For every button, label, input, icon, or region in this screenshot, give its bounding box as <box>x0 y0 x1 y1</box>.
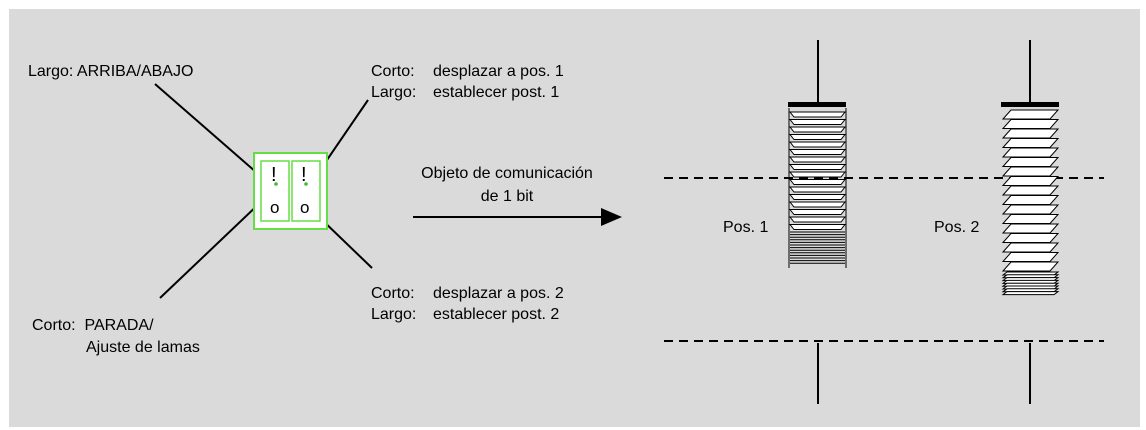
blind-slat <box>788 126 847 133</box>
blind-slat <box>1001 252 1060 262</box>
blind-slat <box>788 209 847 215</box>
label-short-pos1-key: Corto: <box>371 63 415 80</box>
blind-slat <box>788 171 847 178</box>
blind-slat <box>788 201 847 208</box>
communication-arrow <box>413 208 622 226</box>
blind-slat <box>1001 291 1060 296</box>
wall-switch <box>253 152 328 230</box>
label-long-pos2-key: Largo: <box>371 306 417 323</box>
label-stop-line2: Ajuste de lamas <box>86 339 200 356</box>
blind-slat <box>788 186 847 193</box>
blind-slat <box>1001 157 1060 167</box>
rocker-right-up-symbol: ! <box>301 164 307 186</box>
blind-slat <box>1001 185 1060 196</box>
label-long-updown: Largo: ARRIBA/ABAJO <box>28 63 194 80</box>
blind-slat <box>1001 242 1060 253</box>
blind-slat <box>788 179 847 185</box>
switch-led-left <box>274 182 278 186</box>
blind-slat <box>1001 261 1060 272</box>
label-short-pos2-value: desplazar a pos. 2 <box>433 285 564 302</box>
label-short-pos1: Corto: desplazar a pos. 1 <box>371 61 564 83</box>
blind-slat <box>788 111 847 118</box>
blind-slat <box>788 224 847 230</box>
switch-rocker-right <box>291 160 321 222</box>
blind-slat <box>1001 214 1060 224</box>
switch-led-right <box>304 182 308 186</box>
blind-slat <box>1001 138 1060 148</box>
blind-position-2 <box>1001 40 1060 404</box>
label-comm-object-line1: Objeto de comunicación <box>421 165 593 182</box>
blind-slat <box>788 141 847 148</box>
rocker-left-up-symbol: ! <box>271 164 277 186</box>
blind-slat <box>1001 128 1060 139</box>
blind-slat <box>1001 233 1060 243</box>
label-short-pos1-value: desplazar a pos. 1 <box>433 63 564 80</box>
label-comm-object-line2: de 1 bit <box>480 188 534 205</box>
label-long-pos1-value: establecer post. 1 <box>433 84 560 101</box>
rocker-left-down-symbol: o <box>270 198 280 217</box>
blind-position-1 <box>788 40 847 404</box>
leader-line-stop <box>159 200 263 299</box>
blind-slat <box>788 164 847 170</box>
blind-slat <box>1001 147 1060 158</box>
blind-slat <box>1001 119 1060 129</box>
rocker-right-down-symbol: o <box>300 198 310 217</box>
blind-slat <box>788 194 847 200</box>
blind-slat <box>1001 176 1060 186</box>
blind-slat <box>1001 195 1060 205</box>
label-pos1: Pos. 1 <box>723 219 769 236</box>
leader-line-long-updown <box>154 83 273 187</box>
blind-slat <box>1001 109 1060 120</box>
label-long-pos2-value: establecer post. 2 <box>433 306 560 323</box>
label-stop-line1: Corto: PARADA/ <box>32 317 154 334</box>
label-pos2: Pos. 2 <box>934 219 980 236</box>
label-short-pos2-key: Corto: <box>371 285 415 302</box>
label-short-pos2: Corto: desplazar a pos. 2 <box>371 283 564 305</box>
label-long-pos1: Largo: establecer post. 1 <box>371 82 559 104</box>
label-long-pos2: Largo: establecer post. 2 <box>371 304 559 326</box>
blind-slat <box>788 156 847 163</box>
blind-slat <box>1001 166 1060 177</box>
leader-lines <box>154 83 373 299</box>
label-long-pos1-key: Largo: <box>371 84 417 101</box>
blind-slat <box>788 216 847 223</box>
switch-rocker-left <box>260 160 290 222</box>
blind-slat <box>788 149 847 155</box>
blind-slat <box>788 119 847 125</box>
blind-slat <box>1001 223 1060 234</box>
blind-slat <box>1001 204 1060 215</box>
blind-slat <box>788 134 847 140</box>
